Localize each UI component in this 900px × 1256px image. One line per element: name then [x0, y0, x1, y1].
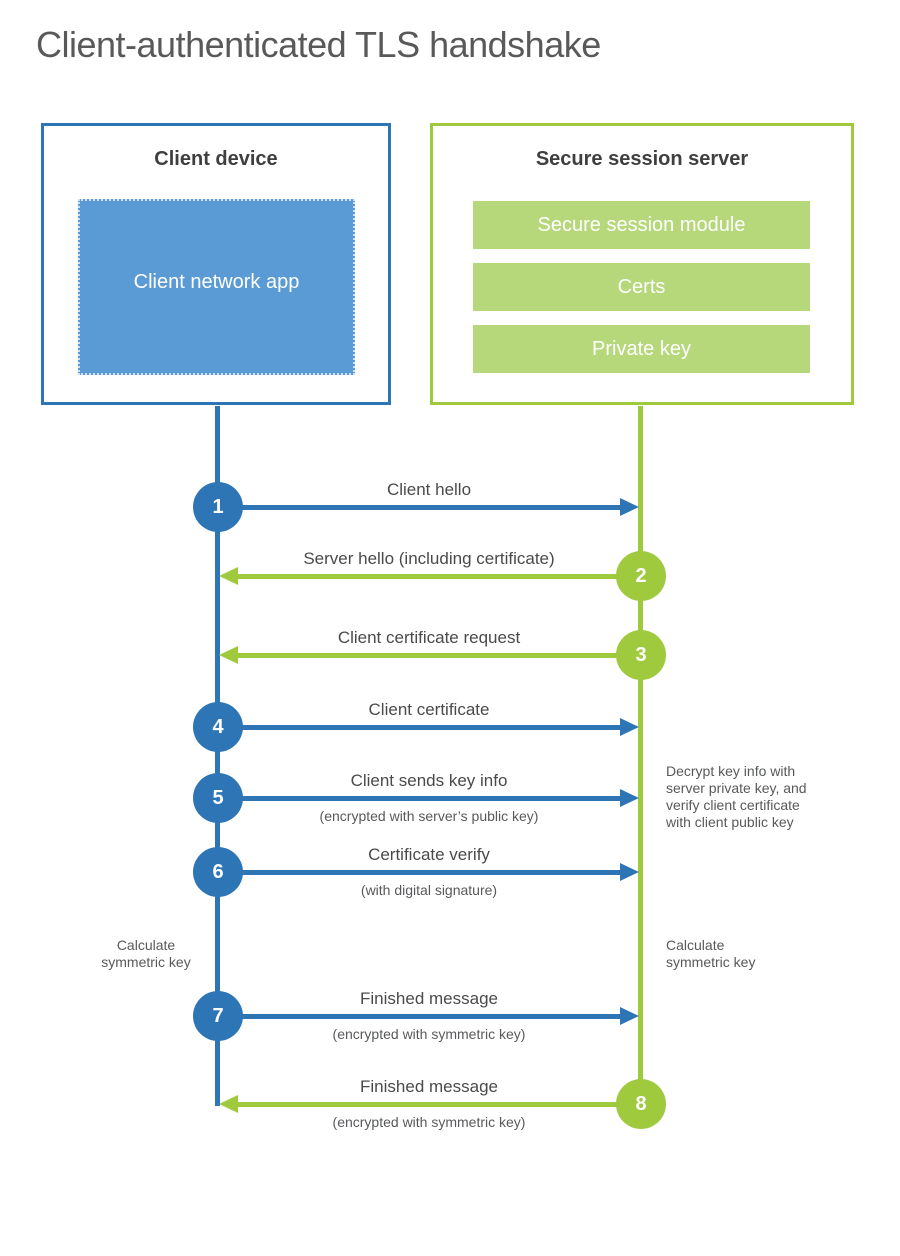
- step-1-arrow: [220, 505, 622, 510]
- client-device-title: Client device: [154, 148, 278, 170]
- client-network-app-module: Client network app: [78, 199, 355, 375]
- step-2-arrowhead: [219, 567, 238, 585]
- step-5-sublabel: (encrypted with server’s public key): [319, 808, 539, 824]
- server-module-1: Certs: [473, 263, 810, 311]
- calculate-symmetric-key-note-server: Calculate symmetric key: [666, 937, 756, 970]
- step-3-badge: 3: [616, 630, 666, 680]
- step-6-label: Certificate verify: [368, 845, 490, 864]
- calculate-symmetric-key-note-client: Calculate symmetric key: [101, 937, 191, 970]
- step-1-badge: 1: [193, 482, 243, 532]
- step-7-sublabel: (encrypted with symmetric key): [332, 1026, 526, 1042]
- step-5-label: Client sends key info: [350, 771, 508, 790]
- server-lifeline: [638, 406, 643, 1106]
- server-module-2: Private key: [473, 325, 810, 373]
- step-5-arrowhead: [620, 789, 639, 807]
- step-5-arrow: [220, 796, 622, 801]
- step-5-badge: 5: [193, 773, 243, 823]
- step-7-badge: 7: [193, 991, 243, 1041]
- secure-session-server-box: Secure session server Secure session mod…: [430, 123, 854, 405]
- step-7-arrow: [220, 1014, 622, 1019]
- step-2-badge: 2: [616, 551, 666, 601]
- step-8-arrowhead: [219, 1095, 238, 1113]
- step-7-label: Finished message: [360, 989, 498, 1008]
- client-network-app-label: Client network app: [133, 271, 300, 293]
- step-6-sublabel: (with digital signature): [360, 882, 498, 898]
- step-1-arrowhead: [620, 498, 639, 516]
- step-8-arrow: [236, 1102, 641, 1107]
- step-8-label: Finished message: [360, 1077, 498, 1096]
- step-2-label: Server hello (including certificate): [303, 549, 555, 568]
- step-4-arrow: [220, 725, 622, 730]
- client-lifeline: [215, 406, 220, 1106]
- step-6-arrow: [220, 870, 622, 875]
- step-3-label: Client certificate request: [337, 628, 521, 647]
- step-8-badge: 8: [616, 1079, 666, 1129]
- step-4-label: Client certificate: [368, 700, 490, 719]
- decrypt-key-note: Decrypt key info with server private key…: [666, 763, 807, 830]
- step-6-badge: 6: [193, 847, 243, 897]
- diagram-title: Client-authenticated TLS handshake: [36, 24, 601, 65]
- step-7-arrowhead: [620, 1007, 639, 1025]
- server-module-0: Secure session module: [473, 201, 810, 249]
- step-8-sublabel: (encrypted with symmetric key): [332, 1114, 526, 1130]
- step-3-arrowhead: [219, 646, 238, 664]
- step-4-badge: 4: [193, 702, 243, 752]
- client-device-box: Client device Client network app: [41, 123, 391, 405]
- step-4-arrowhead: [620, 718, 639, 736]
- step-1-label: Client hello: [386, 480, 472, 499]
- step-3-arrow: [236, 653, 641, 658]
- step-2-arrow: [236, 574, 641, 579]
- step-6-arrowhead: [620, 863, 639, 881]
- secure-session-server-title: Secure session server: [535, 148, 749, 170]
